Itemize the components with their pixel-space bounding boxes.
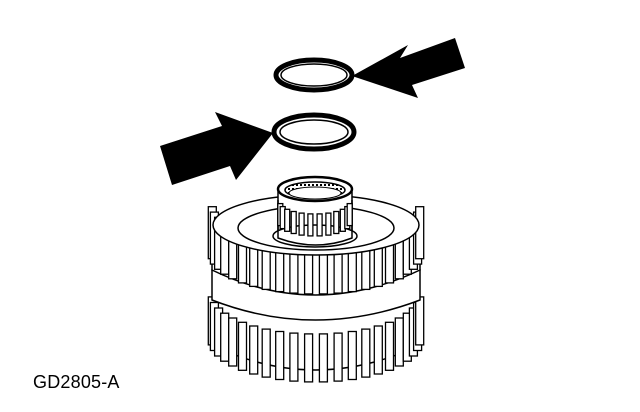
upper-spline-tooth	[415, 206, 425, 260]
clutch-drum-assembly	[207, 175, 425, 383]
figure-label: GD2805-A	[33, 372, 120, 392]
hub-spline-tooth	[325, 212, 332, 236]
hub-spline-tooth	[346, 202, 353, 227]
lower-seal-ring	[271, 112, 357, 152]
lower-spline-tooth	[220, 312, 230, 362]
hub-spline-tooth	[316, 213, 323, 237]
lower-spline-tooth	[289, 332, 299, 382]
lower-spline-tooth	[303, 333, 314, 383]
lower-spline-tooth	[237, 321, 248, 371]
lower-spline-tooth	[318, 333, 329, 383]
lower-arrow-icon	[160, 112, 273, 185]
lower-spline-tooth	[373, 325, 383, 375]
lower-spline-tooth	[361, 328, 371, 378]
lower-spline-tooth	[275, 330, 285, 381]
hub-spline-teeth	[277, 202, 353, 237]
lower-spline-tooth	[347, 330, 357, 381]
lower-spline-tooth	[384, 321, 395, 371]
hub-spline-tooth	[284, 208, 291, 232]
upper-arrow-icon	[352, 38, 465, 98]
hub-spline-tooth	[290, 210, 297, 235]
lower-spline-tooth	[394, 317, 404, 367]
lower-spline-tooth	[249, 325, 259, 375]
hub-spline-tooth	[307, 213, 314, 237]
lower-spline-teeth	[207, 296, 425, 383]
upper-spline-teeth	[207, 206, 425, 295]
lower-spline-tooth	[415, 296, 425, 346]
lower-spline-tooth	[228, 317, 238, 367]
lower-spline-tooth	[333, 332, 343, 382]
hub-spline-tooth	[298, 212, 305, 236]
upper-seal-ring	[273, 57, 355, 93]
lower-spline-tooth	[261, 328, 271, 378]
hub-spline-tooth	[333, 210, 340, 235]
